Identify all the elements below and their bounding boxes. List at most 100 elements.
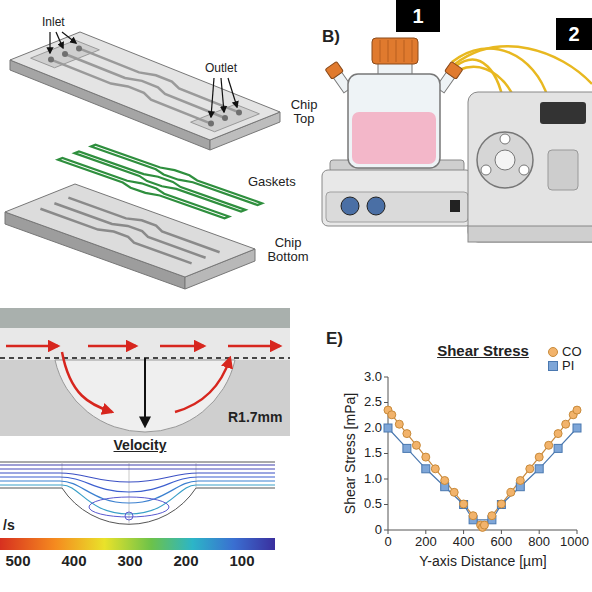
velocity-streamlines	[125, 512, 133, 520]
stir-plate	[322, 170, 472, 226]
data-marker-circle	[450, 488, 458, 496]
part-label: Inlet	[42, 16, 66, 29]
axis-title: Shear Stress [mPa]	[343, 391, 358, 514]
chip-bottom-plate	[5, 184, 255, 277]
tick-label: 400	[453, 535, 476, 549]
data-marker-circle	[573, 406, 581, 414]
data-marker-circle	[554, 430, 562, 438]
tick-label: 2.5	[364, 395, 384, 409]
flow-arrow	[6, 346, 280, 412]
flow-arrow	[6, 345, 58, 348]
flow-arrow	[88, 345, 136, 348]
legend-swatch	[547, 346, 559, 358]
chip-top-plate	[51, 58, 216, 124]
chart-axis	[384, 377, 388, 530]
peristaltic-pump	[519, 165, 529, 175]
depth-arrow	[145, 358, 146, 426]
data-marker-circle	[403, 430, 411, 438]
chip-top-plate	[79, 46, 244, 112]
part-label: Outlet	[205, 62, 239, 75]
legend-swatch	[547, 360, 559, 372]
leader-arrow	[56, 32, 63, 48]
tick-label: 1.5	[364, 446, 384, 460]
velocity-streamlines	[0, 468, 275, 469]
stir-plate	[326, 192, 468, 222]
media-bottle	[445, 61, 463, 79]
data-marker-circle	[480, 521, 488, 529]
gasket	[88, 143, 266, 206]
flow-arrow	[62, 352, 112, 412]
data-marker-circle	[535, 453, 543, 461]
peristaltic-pump	[500, 134, 510, 144]
data-marker-circle	[545, 441, 553, 449]
flow-arrow	[175, 358, 230, 412]
port-hole	[236, 109, 242, 115]
data-marker-square	[497, 501, 505, 509]
legend-item: CO	[547, 345, 582, 359]
media-bottle	[372, 38, 418, 64]
velocity-streamlines	[0, 481, 275, 503]
step-number: 1	[412, 5, 423, 27]
panel-letter: B)	[322, 28, 341, 47]
colorbar-tick: 100	[229, 553, 256, 570]
port-hole	[48, 45, 242, 126]
chip-bottom-plate	[5, 184, 255, 277]
peristaltic-pump	[468, 92, 592, 242]
tick-label: 2.0	[364, 421, 384, 435]
chart-title: Shear Stress	[437, 343, 530, 360]
velocity-streamlines	[0, 462, 275, 463]
data-marker-circle	[526, 465, 534, 473]
tick-label: 0	[384, 535, 393, 549]
chart-axis	[384, 377, 577, 534]
port-hole	[208, 121, 214, 127]
part-label: Chip Top	[286, 98, 322, 127]
chamber-render	[0, 308, 290, 328]
leader-arrow	[228, 78, 237, 107]
port-hole	[76, 45, 82, 51]
velocity-streamlines	[62, 462, 196, 524]
data-marker-circle	[384, 406, 581, 531]
peristaltic-pump	[468, 92, 592, 242]
chamber-render	[0, 308, 290, 436]
data-marker-circle	[395, 420, 403, 428]
chip-bottom-plate	[68, 196, 224, 253]
gasket	[55, 143, 266, 219]
data-marker-square	[573, 424, 581, 432]
velocity-streamlines	[0, 464, 275, 465]
data-line	[388, 410, 577, 527]
data-marker-circle	[388, 411, 396, 419]
data-marker-circle	[497, 500, 505, 508]
port-hole	[48, 57, 54, 63]
velocity-streamlines	[0, 488, 275, 524]
colorbar-tick: 500	[5, 553, 32, 570]
peristaltic-pump	[540, 102, 586, 124]
tick-label: 1000	[560, 535, 590, 549]
velocity-streamlines	[0, 462, 275, 524]
data-marker-circle	[412, 441, 420, 449]
media-bottle	[325, 61, 343, 79]
data-marker-square	[422, 465, 430, 473]
data-marker-circle	[516, 477, 524, 485]
data-marker-circle	[507, 488, 515, 496]
peristaltic-pump	[468, 226, 592, 242]
legend-text: PI	[562, 359, 574, 373]
step-number-box: 2	[556, 18, 592, 50]
legend-marker	[549, 362, 558, 371]
step-number-box: 1	[396, 0, 440, 32]
data-line	[388, 410, 577, 527]
tick-label: 0	[375, 523, 384, 537]
stir-plate	[367, 197, 385, 215]
chamber-render	[0, 328, 290, 360]
leader-arrow	[62, 32, 76, 43]
depth-arrow	[144, 358, 146, 426]
peristaltic-pump	[477, 132, 533, 188]
chip-top-plate	[10, 32, 280, 140]
tick-label: 200	[415, 535, 438, 549]
data-line	[388, 428, 577, 520]
media-bottle	[380, 40, 412, 62]
data-marker-square	[460, 501, 468, 509]
chip-top-plate	[10, 32, 280, 140]
stir-plate	[450, 200, 460, 212]
legend-item: PI	[547, 359, 574, 373]
legend-marker	[549, 348, 558, 357]
